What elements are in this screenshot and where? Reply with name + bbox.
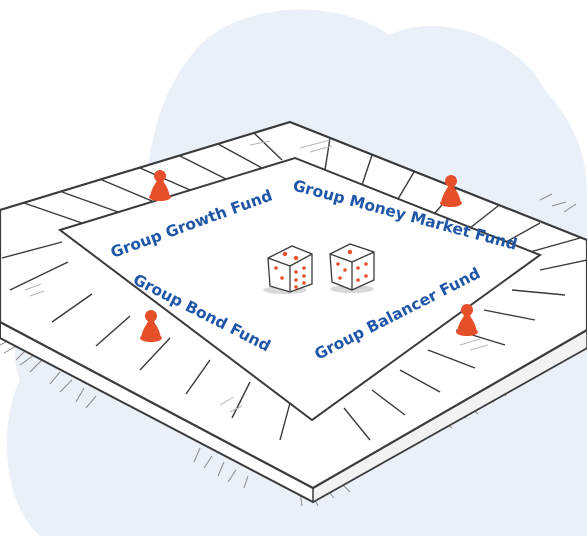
- game-piece-growth: [149, 170, 171, 201]
- game-piece-balancer: [456, 304, 478, 336]
- die-left: [263, 245, 313, 294]
- game-piece-bond: [140, 310, 162, 342]
- board-track-lines: [1, 132, 587, 441]
- die-right: [329, 243, 375, 293]
- board-shading: [24, 139, 489, 413]
- game-piece-money-market: [440, 175, 462, 207]
